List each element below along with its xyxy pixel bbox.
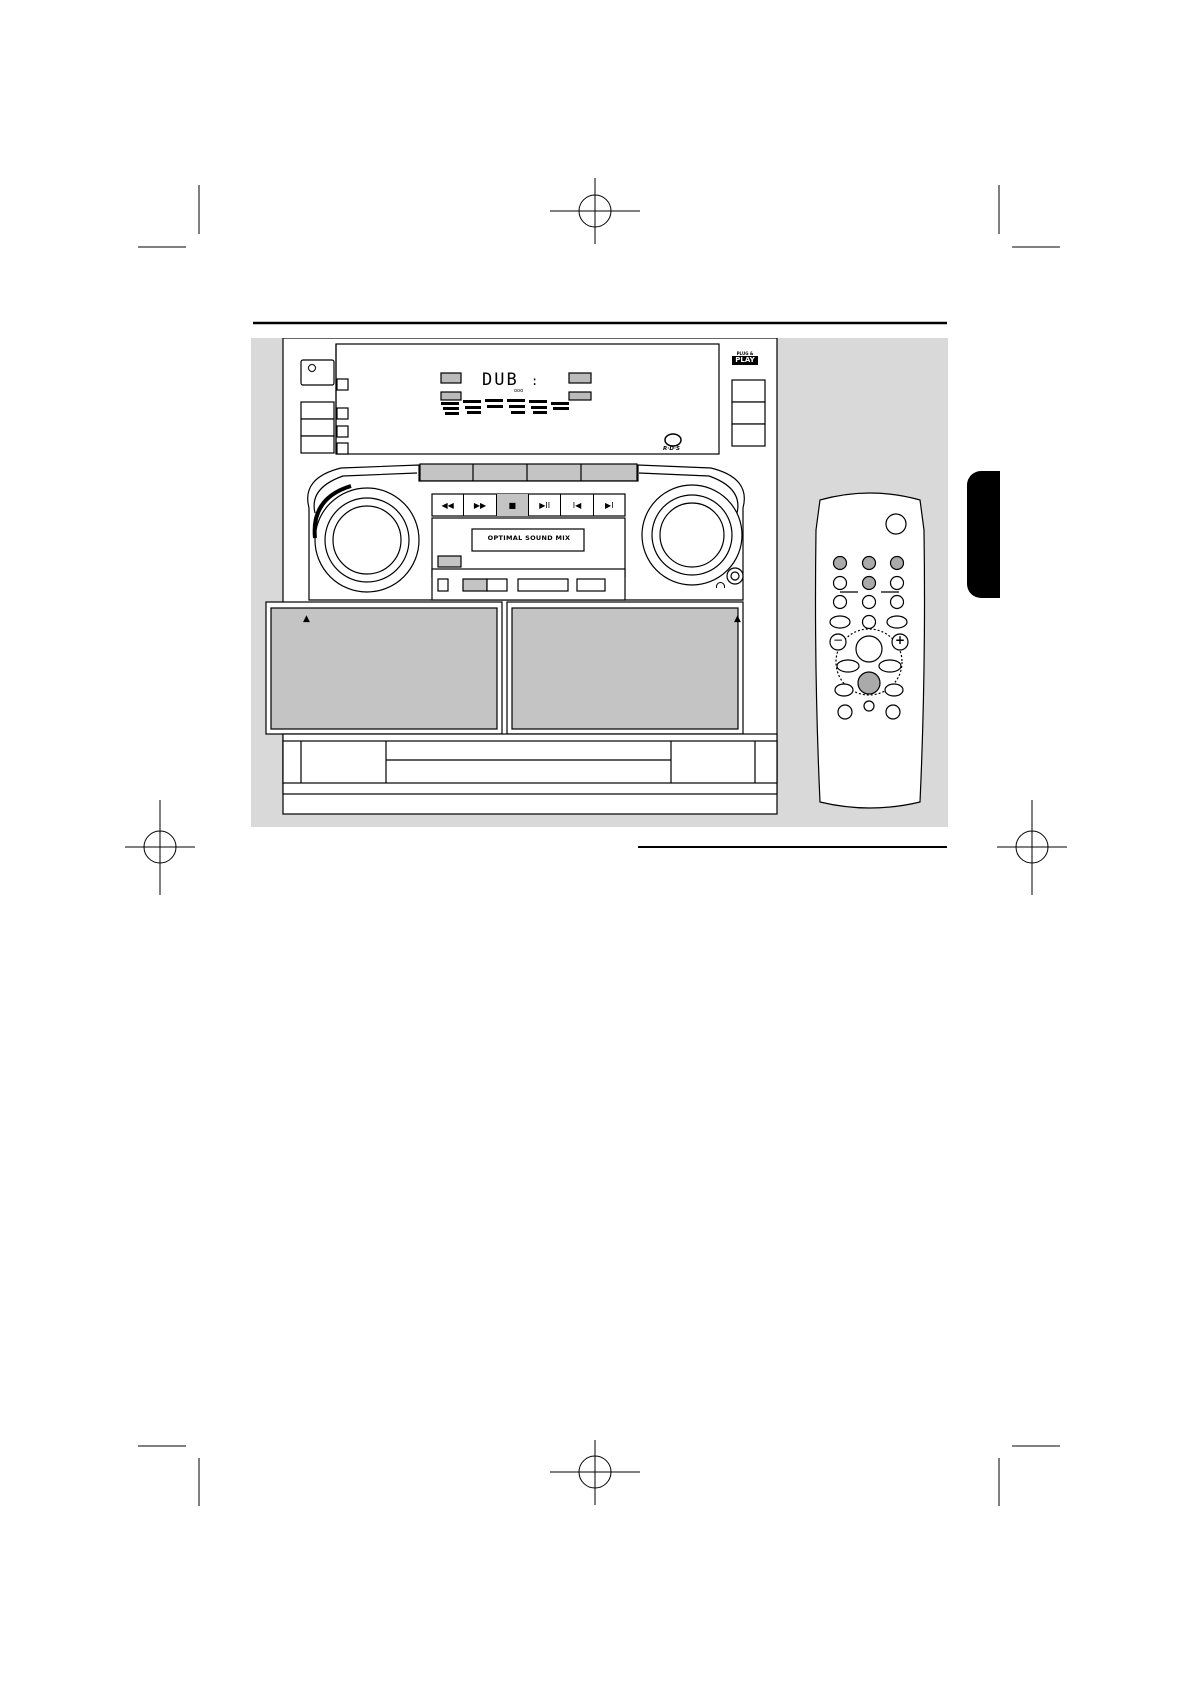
- headphone-icon: [716, 582, 725, 588]
- display-colon: :: [530, 374, 541, 388]
- language-tab: [967, 471, 1000, 598]
- remote-power-button: [885, 513, 907, 535]
- display-readout: DUB :: [482, 370, 540, 390]
- next-icon: ▶I: [605, 500, 614, 510]
- registration-mark-left: [125, 800, 195, 895]
- plug-play-bottom: PLAY: [732, 356, 758, 365]
- stop-icon: ■: [508, 500, 517, 510]
- display-subtext: ooo: [514, 388, 524, 394]
- plug-play-badge: PLUG & PLAY: [732, 351, 758, 365]
- rewind-button[interactable]: ◀◀: [432, 494, 465, 516]
- remote-minus-icon: −: [833, 633, 844, 647]
- remote-center-button: [857, 671, 881, 695]
- rds-logo: [664, 433, 682, 447]
- remote-plus-button: [891, 633, 909, 651]
- stop-button[interactable]: ■: [496, 494, 529, 516]
- remote-control-illustration: [814, 492, 926, 809]
- remote-minus-button: [829, 633, 847, 651]
- play-pause-icon: ▶II: [539, 500, 551, 510]
- registration-mark-bottom: [550, 1440, 640, 1505]
- fast-forward-button[interactable]: ▶▶: [464, 494, 497, 516]
- power-button: [300, 359, 335, 386]
- eject-left-icon: ▲: [303, 614, 310, 624]
- previous-icon: I◀: [572, 500, 582, 510]
- left-speaker-grille: [270, 607, 498, 730]
- plug-play-top: PLUG &: [736, 351, 754, 356]
- rewind-icon: ◀◀: [441, 500, 454, 510]
- display-text: DUB: [482, 370, 519, 390]
- rds-label: R·D·S: [663, 446, 680, 452]
- transport-row: ◀◀ ▶▶ ■ ▶II I◀ ▶I: [432, 494, 625, 516]
- mini-system-illustration: [265, 338, 778, 815]
- registration-mark-top: [550, 178, 640, 244]
- play-pause-button[interactable]: ▶II: [529, 494, 562, 516]
- remote-plus-icon: +: [895, 633, 906, 647]
- previous-button[interactable]: I◀: [561, 494, 594, 516]
- deck-strip-label: OPTIMAL SOUND MIX: [487, 534, 571, 542]
- eject-right-icon: ▲: [734, 614, 741, 624]
- deck-record-button: [437, 555, 462, 568]
- power-icon: [308, 364, 316, 372]
- next-button[interactable]: ▶I: [594, 494, 625, 516]
- fast-forward-icon: ▶▶: [473, 500, 487, 510]
- registration-mark-right: [997, 800, 1067, 895]
- right-speaker-grille: [511, 607, 739, 730]
